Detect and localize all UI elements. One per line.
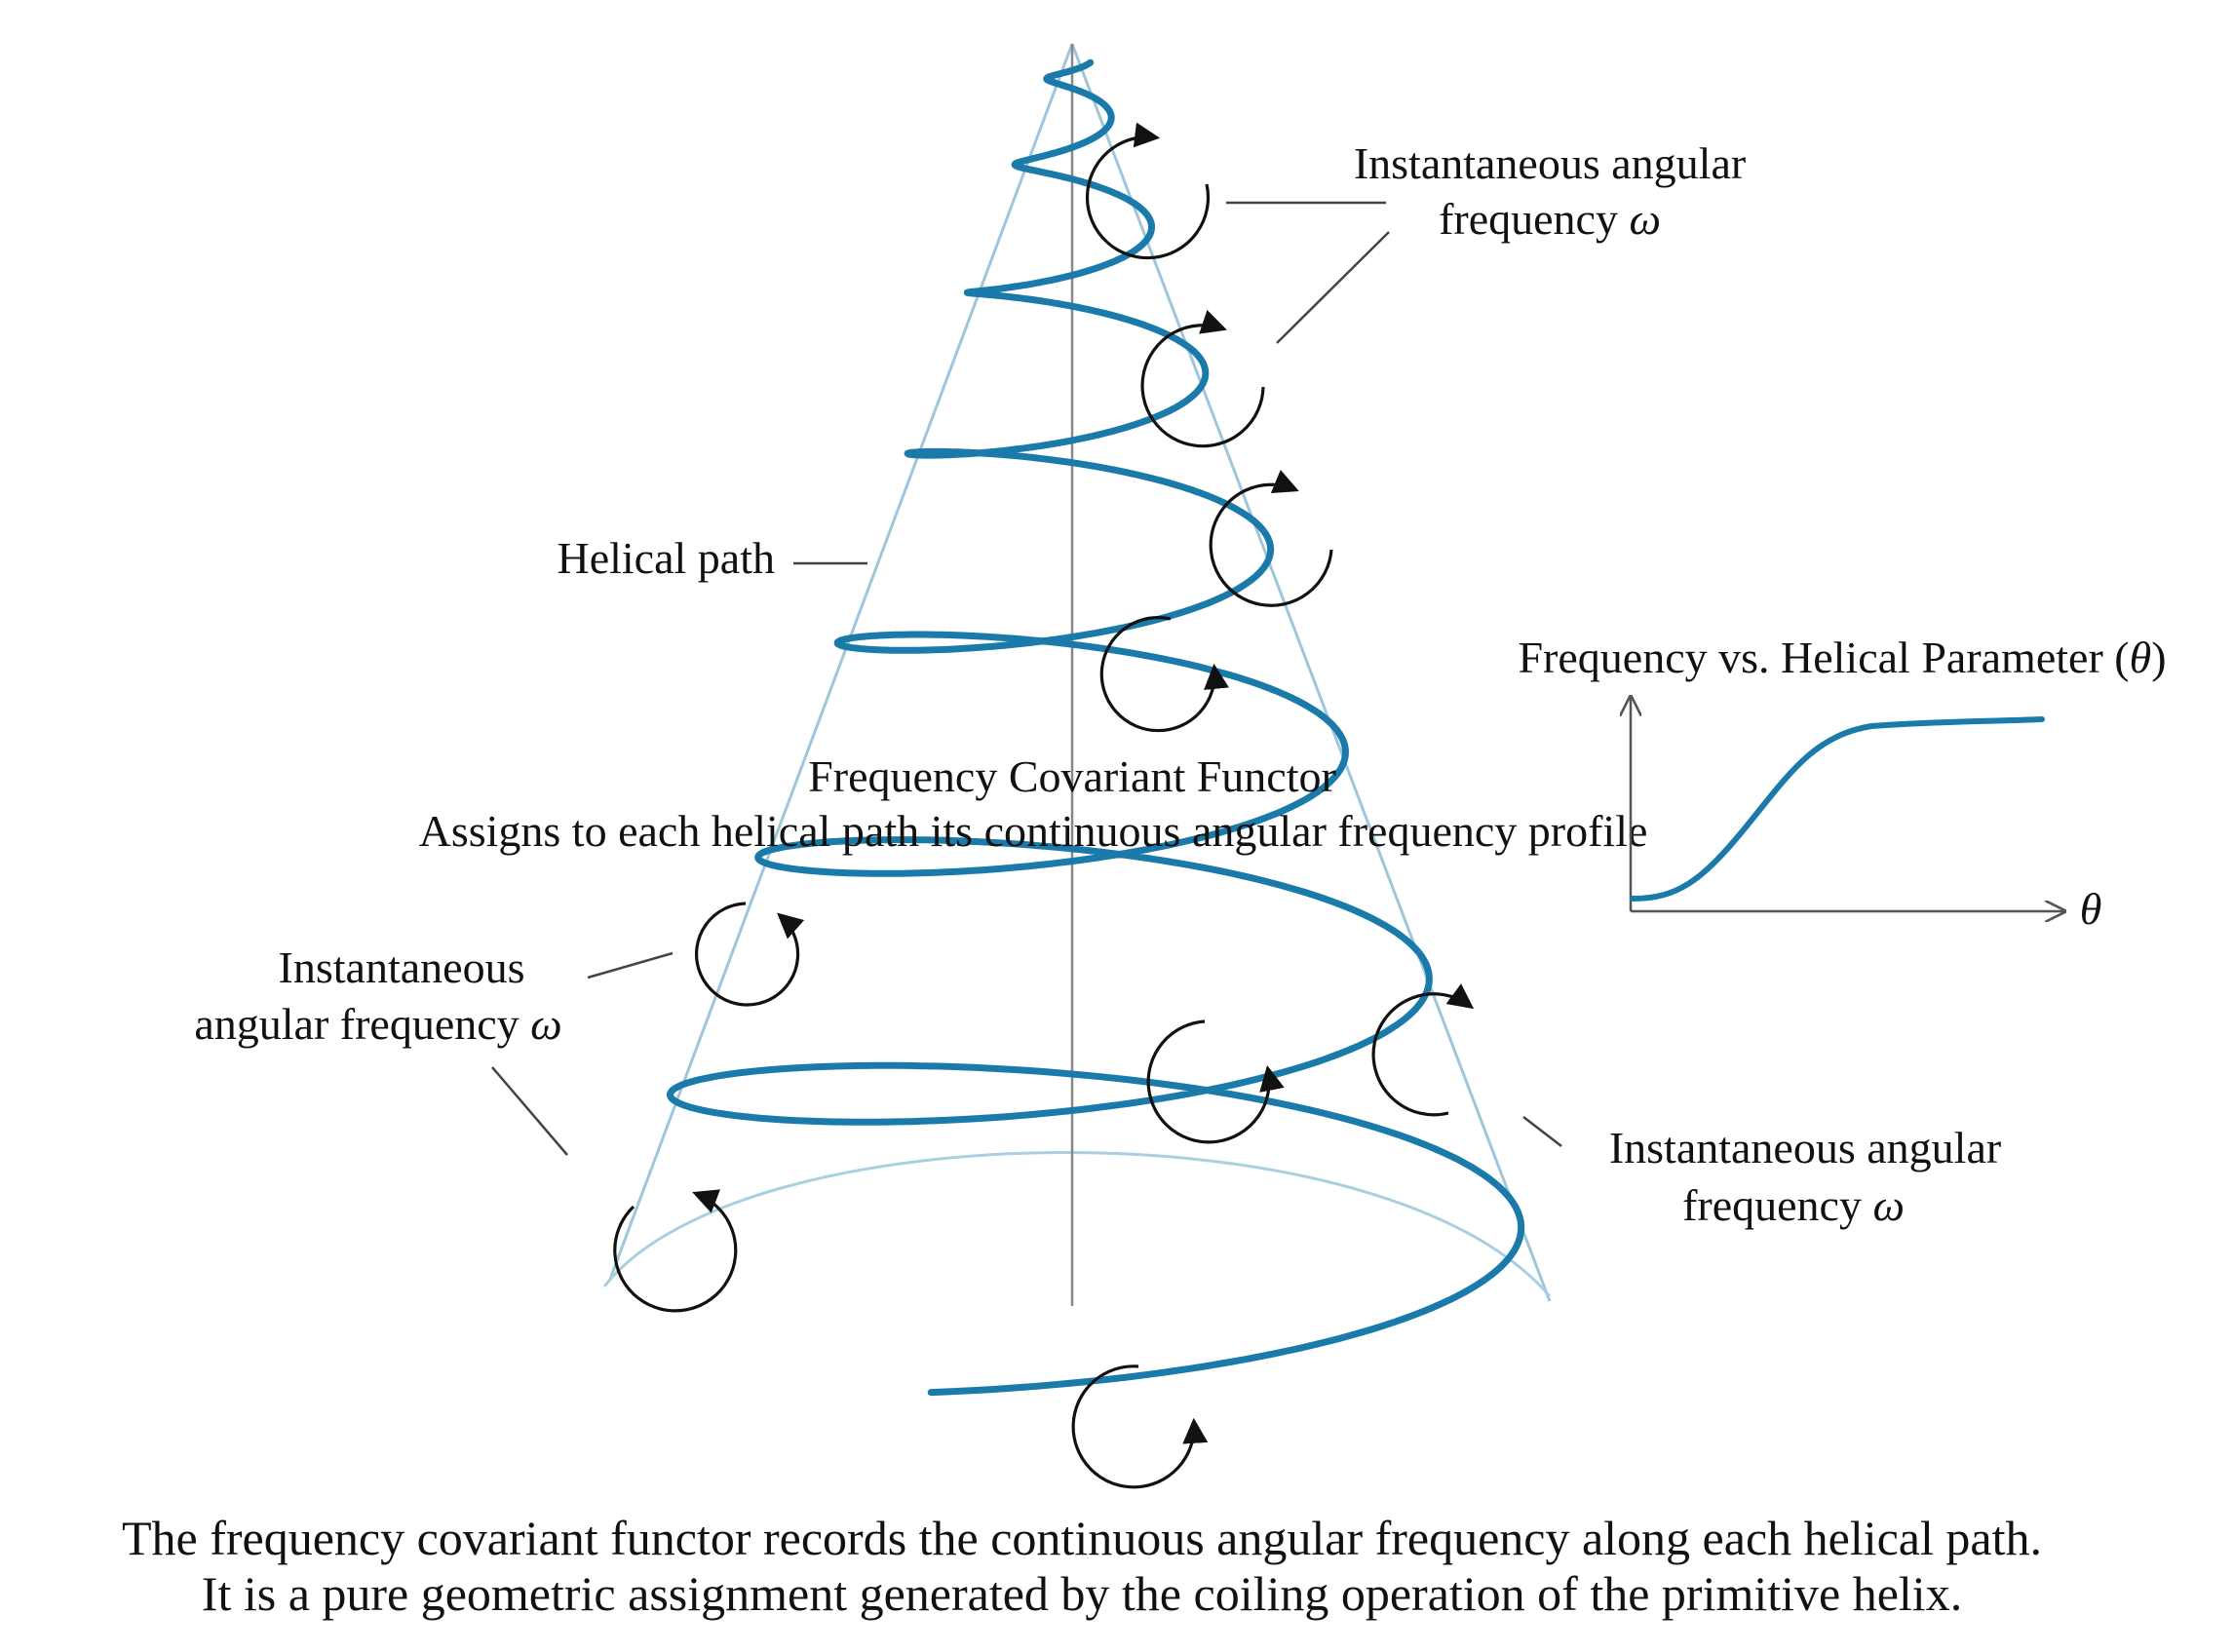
cone-outline [602,43,1552,1306]
label-left-line1: Instantaneous [279,942,525,992]
rotation-arrow-icon [613,1189,738,1313]
rotation-arrow-icon [1146,1019,1285,1144]
inset-frequency-plot: Frequency vs. Helical Parameter (θ) θ [1518,633,2166,934]
label-bottom-right-line2: frequency ω [1682,1180,1905,1230]
rotation-arrow-icon [1085,122,1211,260]
label-left-line2: angular frequency ω [194,999,561,1049]
helical-path-curve [667,58,1525,1397]
leader-line [1276,231,1390,344]
inset-frequency-curve [1630,716,2045,902]
leader-line [587,951,674,980]
functor-title: Frequency Covariant Functor [808,751,1336,801]
leader-line [1522,1116,1562,1147]
label-top-right-line1: Instantaneous angular [1354,138,1746,188]
inset-title: Frequency vs. Helical Parameter (θ) [1518,633,2166,682]
rotation-annotations [613,122,1475,1489]
cone-right-edge [1070,43,1552,1302]
label-bottom-right-line1: Instantaneous angular [1609,1123,2001,1172]
rotation-arrow-icon [1140,310,1265,448]
rotation-arrow-icon [1071,1364,1209,1489]
rotation-arrow-icon [1371,983,1475,1117]
caption-line-2: It is a pure geometric assignment genera… [202,1566,1962,1621]
cone-base-back-arc [602,1151,1552,1297]
rotation-arrow-icon [1209,470,1333,607]
label-helical-path: Helical path [557,533,775,583]
rotation-arrow-icon [695,902,805,1007]
inset-x-axis-label: θ [2080,884,2102,934]
leader-line [491,1066,568,1156]
caption-line-1: The frequency covariant functor records … [122,1511,2042,1565]
cone-left-edge [607,43,1074,1283]
rotation-arrow-icon [1099,615,1229,733]
leader-lines [491,201,1562,1156]
functor-description: Assigns to each helical path its continu… [419,806,1648,856]
label-top-right-line2: frequency ω [1439,194,1661,244]
